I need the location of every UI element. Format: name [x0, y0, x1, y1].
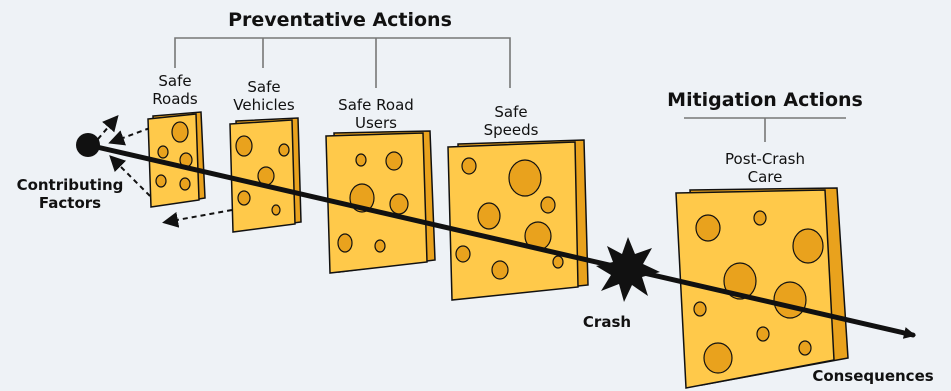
post-crash-care-label-line1: Post-Crash — [725, 150, 805, 168]
safe-road-users-label-line2: Users — [355, 114, 397, 132]
safe-vehicles-label-line1: Safe — [247, 78, 280, 96]
safe-vehicles-label-line2: Vehicles — [233, 96, 295, 114]
safe-roads-label-line1: Safe — [158, 72, 191, 90]
safe-speeds-label-line2: Speeds — [484, 121, 539, 139]
safe-speeds-label-line1: Safe — [494, 103, 527, 121]
trajectory-arrow — [85, 142, 916, 339]
crash-burst-icon — [596, 237, 660, 302]
deflected-arrows — [91, 114, 233, 228]
mitigation-bracket — [684, 117, 846, 142]
crash-label: Crash — [583, 313, 631, 331]
post-crash-care-label-line2: Care — [748, 168, 783, 186]
contributing-factors-label-line1: Contributing — [17, 176, 124, 194]
cheese-slice-safe-speeds — [447, 139, 589, 301]
preventative-actions-heading: Preventative Actions — [228, 9, 452, 31]
cheese-slice-safe-road-users — [325, 130, 436, 274]
cheese-slice-post-crash-care — [675, 187, 849, 389]
cheese-slice-safe-vehicles — [229, 117, 302, 233]
preventative-bracket — [174, 37, 511, 88]
safe-roads-label-line2: Roads — [152, 90, 198, 108]
origin-dot — [76, 133, 100, 157]
consequences-label: Consequences — [812, 367, 933, 385]
safe-road-users-label-line1: Safe Road — [338, 96, 414, 114]
cheese-slice-safe-roads — [147, 111, 206, 208]
contributing-factors-label-line2: Factors — [39, 194, 101, 212]
mitigation-actions-heading: Mitigation Actions — [667, 89, 863, 111]
